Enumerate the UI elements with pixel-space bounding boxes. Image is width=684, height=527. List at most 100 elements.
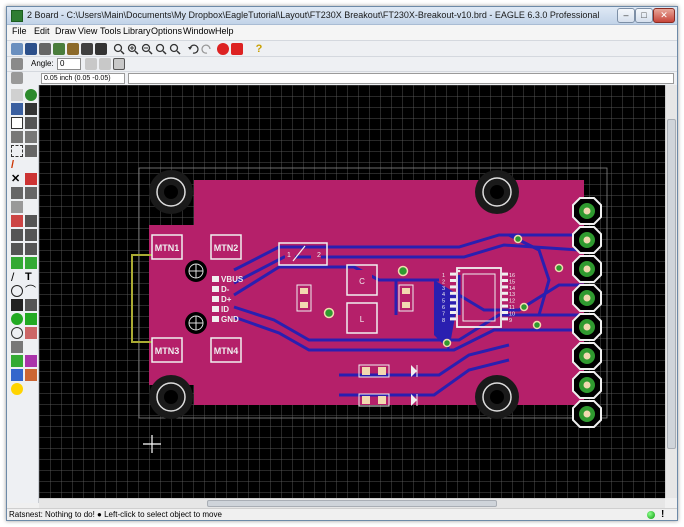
go-icon[interactable] xyxy=(231,43,243,55)
smash-icon[interactable] xyxy=(25,229,37,241)
grid-icon[interactable] xyxy=(11,72,23,84)
arc-icon[interactable]: ⌒ xyxy=(25,285,36,297)
menu-file[interactable]: File xyxy=(12,26,27,36)
name-icon[interactable] xyxy=(25,215,37,227)
mounting-hole-tl xyxy=(149,170,193,214)
mirror-icon[interactable] xyxy=(85,58,97,70)
move-icon[interactable] xyxy=(11,117,23,129)
auto-icon[interactable] xyxy=(25,355,37,367)
signal-icon[interactable] xyxy=(25,313,37,325)
menu-help[interactable]: Help xyxy=(215,26,234,36)
mirror-tool-icon[interactable] xyxy=(11,131,23,143)
mtn2-label: MTN2 xyxy=(214,243,239,253)
mark-icon[interactable] xyxy=(25,103,37,115)
minimize-button[interactable]: – xyxy=(617,8,635,23)
menu-view[interactable]: View xyxy=(78,26,98,36)
maximize-button[interactable]: □ xyxy=(635,8,653,23)
drc-icon[interactable] xyxy=(25,369,37,381)
zoom-redraw-icon[interactable] xyxy=(155,43,167,55)
copy-icon[interactable] xyxy=(25,117,37,129)
attribute-icon[interactable] xyxy=(25,327,37,339)
group-icon[interactable] xyxy=(11,145,23,157)
x1-pin1-label: 1 xyxy=(287,252,291,259)
schematic-icon[interactable] xyxy=(67,43,79,55)
zoom-select-icon[interactable] xyxy=(169,43,181,55)
lock-icon[interactable] xyxy=(11,201,23,213)
script-icon[interactable] xyxy=(81,43,93,55)
delete-icon[interactable]: ✕ xyxy=(11,173,21,185)
mounting-hole-bl xyxy=(149,375,193,419)
vertical-scroll-thumb[interactable] xyxy=(667,119,676,449)
vias xyxy=(323,234,564,348)
ic-left-pin-label-4: 4 xyxy=(442,292,445,298)
redo-icon[interactable] xyxy=(201,43,213,55)
display-icon[interactable] xyxy=(11,103,23,115)
header-pin-6 xyxy=(572,342,602,370)
layer-icon[interactable] xyxy=(11,58,23,70)
ripup-icon[interactable] xyxy=(25,257,37,269)
value-icon[interactable] xyxy=(11,229,23,241)
route-icon[interactable] xyxy=(11,257,23,269)
split-icon[interactable] xyxy=(11,215,23,227)
text-icon[interactable] xyxy=(113,58,125,70)
errors-icon[interactable] xyxy=(11,383,23,395)
menu-window[interactable]: Window xyxy=(183,26,216,36)
ic-left-pin-1 xyxy=(450,272,456,276)
usb-pins: VBUS D- D+ ID GND xyxy=(212,275,244,324)
zoom-in-icon[interactable] xyxy=(127,43,139,55)
change-icon[interactable] xyxy=(25,145,37,157)
vertical-scrollbar[interactable] xyxy=(665,85,677,498)
miter-icon[interactable] xyxy=(11,243,23,255)
cam-icon[interactable] xyxy=(53,43,65,55)
info-icon[interactable] xyxy=(11,89,23,101)
paste-icon[interactable]: / xyxy=(11,159,15,171)
text-tool-icon[interactable]: T xyxy=(25,271,32,283)
replace-icon[interactable] xyxy=(25,187,37,199)
circle-icon[interactable] xyxy=(11,285,23,297)
cap-l-label: L xyxy=(360,315,365,324)
spin-icon[interactable] xyxy=(99,58,111,70)
mtn1-pad: MTN1 xyxy=(151,234,183,260)
menu-tools[interactable]: Tools xyxy=(100,26,122,36)
menu-options[interactable]: Options xyxy=(151,26,183,36)
wire-icon[interactable]: / xyxy=(11,270,15,284)
header-pin-5 xyxy=(572,313,602,341)
split-wire-icon[interactable] xyxy=(25,243,37,255)
menu-draw[interactable]: Draw xyxy=(55,26,77,36)
help-icon[interactable]: ? xyxy=(255,43,263,55)
pinswap-icon[interactable] xyxy=(11,187,23,199)
add-icon[interactable] xyxy=(25,173,37,185)
ic-right-pin-16 xyxy=(502,272,508,276)
ic-left-pin-label-5: 5 xyxy=(442,299,445,305)
stop-command-icon[interactable]: ! xyxy=(661,509,665,520)
menu-library[interactable]: Library xyxy=(123,26,151,36)
ratsnest-icon[interactable] xyxy=(11,355,23,367)
menu-edit[interactable]: Edit xyxy=(34,26,50,36)
optimize-icon[interactable] xyxy=(11,369,23,381)
polygon-icon[interactable] xyxy=(25,299,37,311)
via-icon[interactable] xyxy=(11,313,23,325)
open-icon[interactable] xyxy=(11,43,23,55)
zoom-fit-icon[interactable] xyxy=(113,43,125,55)
show-icon[interactable] xyxy=(25,89,37,101)
rotate-icon[interactable] xyxy=(25,131,37,143)
close-button[interactable]: ✕ xyxy=(653,8,675,23)
zoom-out-icon[interactable] xyxy=(141,43,153,55)
horizontal-scroll-thumb[interactable] xyxy=(207,500,497,507)
horizontal-scrollbar[interactable] xyxy=(39,498,665,508)
angle-select[interactable]: 0 xyxy=(57,58,81,70)
stop-icon[interactable] xyxy=(217,43,229,55)
window-title: 2 Board - C:\Users\Main\Documents\My Dro… xyxy=(27,10,600,20)
hole-icon[interactable] xyxy=(11,327,23,339)
ic-right-pin-label-12: 12 xyxy=(509,299,515,305)
run-ulp-icon[interactable] xyxy=(95,43,107,55)
mtn4-label: MTN4 xyxy=(214,346,239,356)
board-canvas[interactable]: MTN1 MTN2 MTN3 MTN4 xyxy=(39,85,665,498)
save-icon[interactable] xyxy=(25,43,37,55)
rect-icon[interactable] xyxy=(11,299,23,311)
command-input[interactable] xyxy=(128,73,674,84)
print-icon[interactable] xyxy=(39,43,51,55)
dimension-icon[interactable] xyxy=(11,341,23,353)
undo-icon[interactable] xyxy=(187,43,199,55)
